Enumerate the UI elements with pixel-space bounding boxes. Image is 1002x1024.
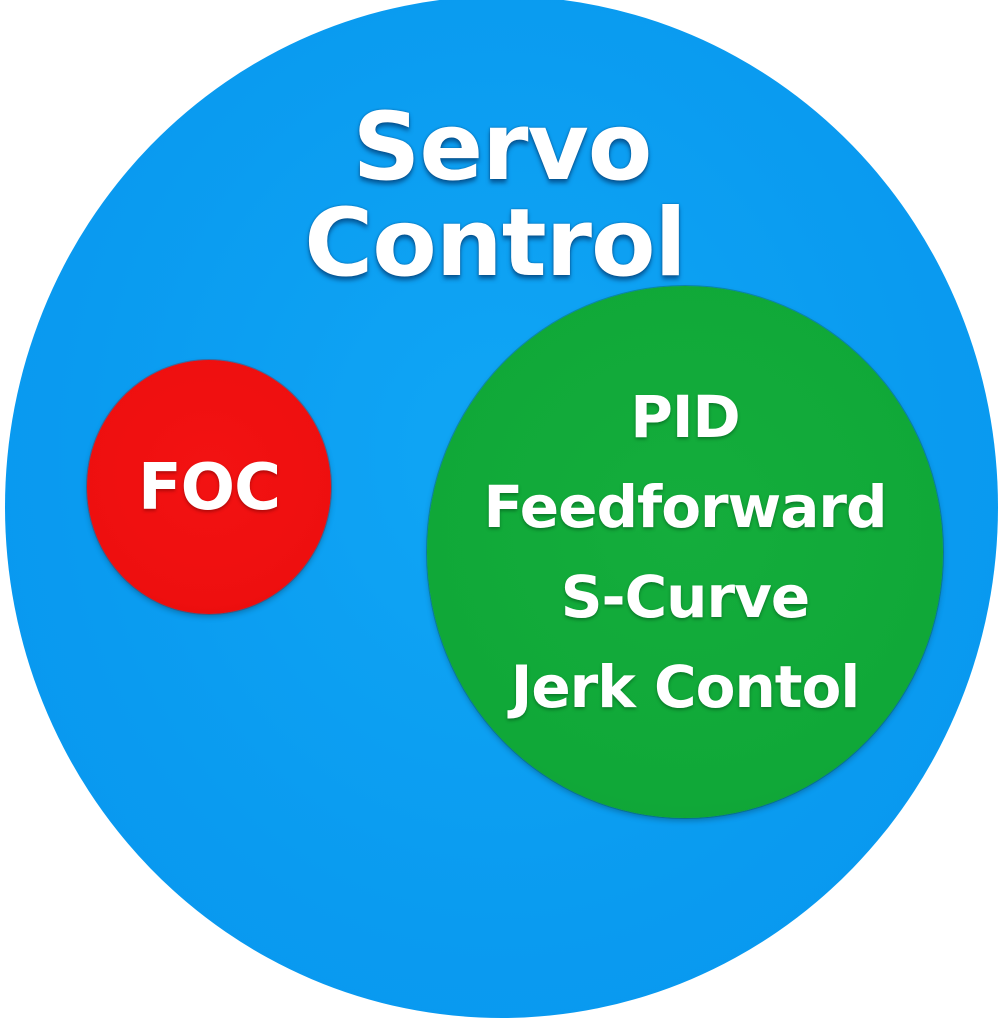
feedforward-label: Feedforward (483, 473, 888, 541)
foc-circle (87, 360, 331, 614)
jerk-control-label: Jerk Contol (510, 653, 860, 721)
s-curve-label: S-Curve (560, 563, 810, 631)
outer-title-line-2: Control (304, 189, 687, 298)
outer-title-line-1: Servo (352, 93, 653, 202)
pid-label: PID (630, 383, 740, 451)
motion-control-circle (427, 286, 943, 818)
foc-label: FOC (137, 451, 281, 525)
